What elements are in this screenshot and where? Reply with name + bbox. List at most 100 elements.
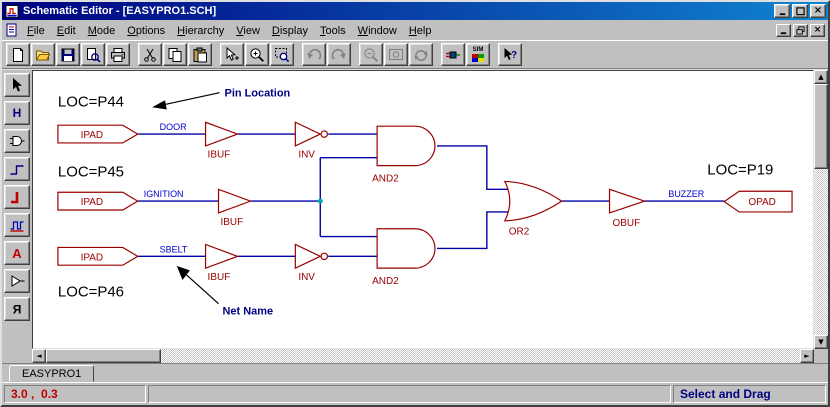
menu-help[interactable]: Help [408,24,432,37]
child-minimize-button[interactable] [776,23,791,37]
opad-symbol[interactable] [723,190,793,213]
scrollbar-corner [814,349,828,363]
copy-button[interactable] [163,43,187,66]
net-label-sbelt[interactable]: SBELT [160,244,188,254]
ibuf2-label: IBUF [221,217,244,228]
loc-p44-label[interactable]: LOC=P44 [58,95,124,111]
scroll-up-button[interactable]: ▲ [814,70,828,84]
ibuf2-symbol[interactable] [217,188,253,214]
window-title: Schematic Editor - [EASYPRO1.SCH] [23,5,217,17]
horizontal-scroll-thumb[interactable] [46,349,161,363]
zoom-full-button[interactable] [384,43,408,66]
document-icon[interactable] [5,23,19,37]
ipad3-symbol[interactable] [57,246,139,266]
sheet-tab-easypro1[interactable]: EASYPRO1 [9,365,95,382]
symbol-toolbox-tool[interactable] [4,129,30,153]
net-name-arrowhead [176,265,190,280]
help-mode-button[interactable]: ? [498,43,522,66]
status-message-panel [148,385,671,403]
or2-symbol[interactable] [503,180,563,222]
title-bar[interactable]: Schematic Editor - [EASYPRO1.SCH] × [2,2,828,20]
main-toolbar: SIM ? [2,40,828,69]
labels: LOC=P44 LOC=P45 LOC=P46 LOC=P19 Pin Loca… [58,88,776,318]
horizontal-scrollbar[interactable]: ◄ ► [32,349,814,363]
menu-tools[interactable]: Tools [319,24,346,37]
menu-options[interactable]: Options [127,24,166,37]
print-button[interactable] [106,43,130,66]
wire-and-bottom-to-or[interactable] [436,211,511,250]
annotate-glyph: A [12,246,22,261]
ipad2-symbol[interactable] [57,191,139,211]
net-label-buzzer[interactable]: BUZZER [668,189,704,199]
menu-display[interactable]: Display [271,24,308,37]
scroll-left-button[interactable]: ◄ [32,349,46,363]
hierarchy-glyph: H [13,106,22,120]
vertical-scrollbar[interactable]: ▲ ▼ [814,70,828,349]
menu-window[interactable]: Window [357,24,397,37]
menu-hierarchy[interactable]: Hierarchy [177,24,225,37]
close-button[interactable]: × [810,4,826,18]
draw-wires-tool[interactable] [4,157,30,181]
minimize-button[interactable] [774,4,790,18]
test-points-tool[interactable] [4,213,30,237]
pointer-mode-button[interactable] [220,43,244,66]
save-button[interactable] [56,43,80,66]
and2-bottom-label: AND2 [372,276,399,287]
net-label-door[interactable]: DOOR [160,122,187,132]
menu-view[interactable]: View [236,24,260,37]
net-label-ignition[interactable]: IGNITION [144,189,184,199]
wire-junction[interactable] [317,198,323,204]
open-button[interactable] [31,43,55,66]
and2-bottom-symbol[interactable] [376,228,436,269]
redraw-button[interactable] [409,43,433,66]
annotate-tool[interactable]: A [4,241,30,265]
ibuf3-symbol[interactable] [204,243,240,270]
print-preview-button[interactable] [81,43,105,66]
wire-and-top-to-or[interactable] [436,145,511,190]
attributes-tool[interactable]: Я [4,297,30,321]
child-restore-button[interactable] [793,23,808,37]
ibuf1-symbol[interactable] [204,121,240,147]
zoom-out-button[interactable] [359,43,383,66]
menu-edit[interactable]: Edit [56,24,76,37]
sim-checker-icon [472,54,484,62]
wire-ignition[interactable] [137,157,378,238]
schematic-canvas-area[interactable]: LOC=P44 LOC=P45 LOC=P46 LOC=P19 Pin Loca… [32,70,814,349]
ipad1-symbol[interactable] [57,124,139,144]
paste-button[interactable] [188,43,212,66]
scroll-right-button[interactable]: ► [800,349,814,363]
maximize-button[interactable] [792,4,808,18]
toolbar-separator [295,43,302,66]
app-icon[interactable] [5,4,19,18]
select-tool[interactable] [4,73,30,97]
and2-top-symbol[interactable] [376,125,436,167]
menu-file[interactable]: File [27,24,45,37]
cursor-coordinates: 3.0 , 0.3 [4,385,146,403]
schematic-drawing[interactable]: LOC=P44 LOC=P45 LOC=P46 LOC=P19 Pin Loca… [33,71,813,348]
hierarchy-tool[interactable]: H [4,101,30,125]
scroll-down-button[interactable]: ▼ [814,335,828,349]
netlist-button[interactable] [441,43,465,66]
redo-button[interactable] [327,43,351,66]
simulate-button[interactable]: SIM [466,43,490,66]
loc-p45-label[interactable]: LOC=P45 [58,165,124,181]
new-button[interactable] [6,43,30,66]
obuf-symbol[interactable] [608,188,647,214]
probe-tool[interactable] [4,269,30,293]
vertical-scroll-track[interactable] [814,84,828,335]
inv1-symbol[interactable] [294,121,322,147]
child-close-button[interactable]: × [810,23,825,37]
undo-button[interactable] [302,43,326,66]
cut-button[interactable] [138,43,162,66]
loc-p19-label[interactable]: LOC=P19 [707,163,773,179]
vertical-scroll-thumb[interactable] [814,84,828,169]
obuf-label: OBUF [613,218,641,229]
menu-mode[interactable]: Mode [87,24,116,37]
draw-buses-tool[interactable] [4,185,30,209]
sheet-tab-bar: EASYPRO1 [2,363,828,382]
horizontal-scroll-track[interactable] [46,349,800,363]
zoom-in-button[interactable] [245,43,269,66]
inv2-symbol[interactable] [294,243,322,270]
zoom-area-button[interactable] [270,43,294,66]
loc-p46-label[interactable]: LOC=P46 [58,285,124,301]
